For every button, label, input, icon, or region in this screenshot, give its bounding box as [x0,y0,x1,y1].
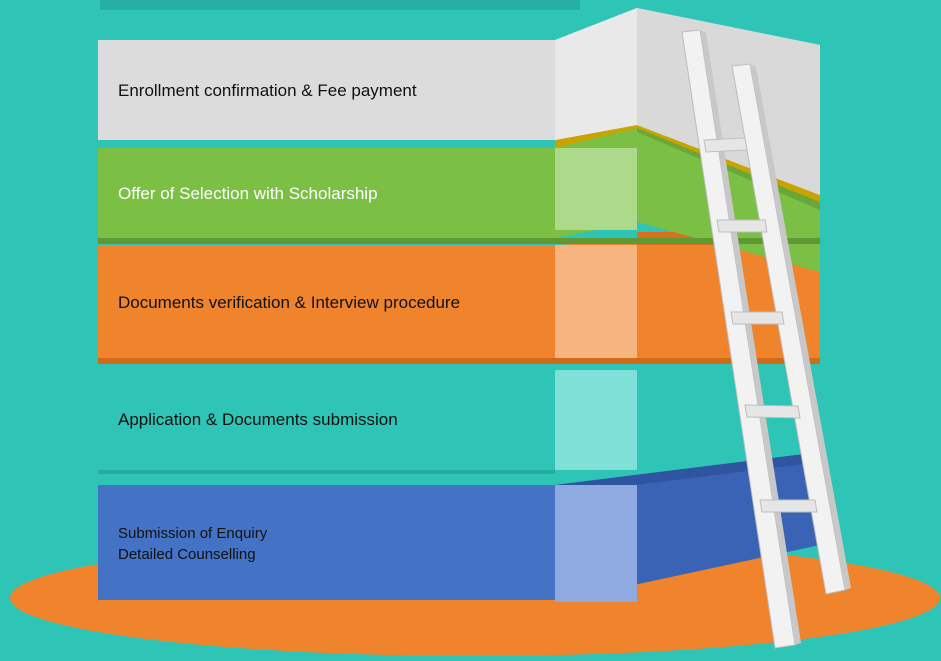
step-4-label: Offer of Selection with Scholarship [118,184,378,203]
step-2-label: Application & Documents submission [118,410,398,429]
ladder-icon [681,29,851,649]
step-1-label: Submission of Enquiry Detailed Counselli… [118,523,267,565]
step-3-label: Documents verification & Interview proce… [118,293,461,312]
step-1-line-1: Submission of Enquiry [118,525,268,542]
step-3-block [98,232,820,364]
top-block-edge [100,0,580,10]
step-1-line-2: Detailed Counselling [118,546,256,563]
step-5-label: Enrollment confirmation & Fee payment [118,81,417,100]
step-2-block [98,370,637,474]
step-1-block [98,452,820,602]
